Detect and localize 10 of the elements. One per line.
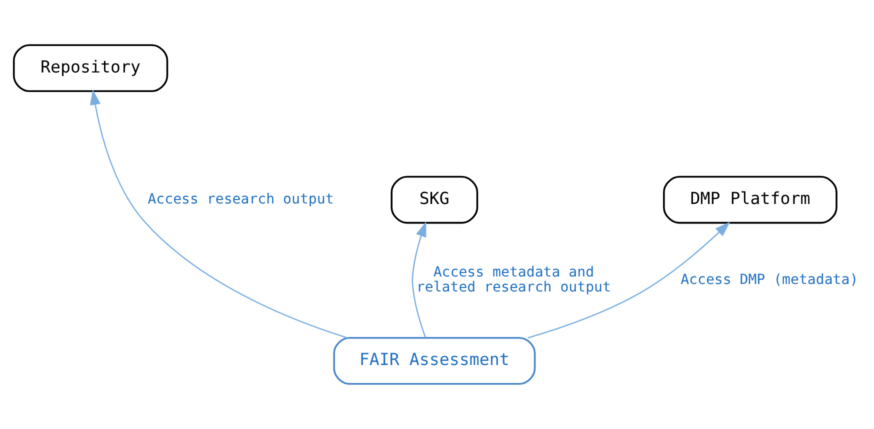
node-box: FAIR Assessment bbox=[333, 336, 536, 385]
node-box: Repository bbox=[12, 44, 168, 92]
node-box: SKG bbox=[390, 176, 478, 224]
edge-label: Access DMP (metadata) bbox=[680, 272, 858, 288]
edge-label: Access research output bbox=[148, 191, 334, 208]
node-box: DMP Platform bbox=[663, 176, 838, 224]
arrow bbox=[528, 222, 730, 338]
edge-label: Access metadata and related research output bbox=[416, 264, 611, 296]
arrow bbox=[412, 221, 426, 338]
arrow bbox=[90, 90, 348, 338]
